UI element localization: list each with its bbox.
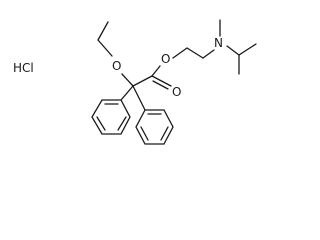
- ester-oxygen: O: [161, 52, 170, 66]
- ch2-ch2-bond: [186, 47, 204, 59]
- carbonyl-c-to-o-double-bond-a: [151, 75, 172, 87]
- ethylene-linker: [172, 47, 215, 59]
- phenyl-ring-left: [91, 85, 134, 135]
- ethyl-ch2-bond: [97, 39, 113, 57]
- hcl-label: HCl: [13, 61, 34, 75]
- carbonyl-c-to-o-double-bond-b: [152, 80, 169, 90]
- ester-o-to-ch2-bond: [172, 47, 188, 59]
- left-phenyl-hexagon: [91, 99, 131, 135]
- carbonyl-oxygen: O: [172, 85, 181, 99]
- central-c-to-left-phenyl-bond: [120, 85, 134, 101]
- ether-oxygen: O: [112, 59, 121, 73]
- isopropyl-ch3-a-bond: [238, 43, 257, 56]
- n-to-isopropyl-ch-bond: [226, 45, 240, 56]
- amine-substituents: [219, 19, 257, 75]
- left-phenyl-aromatic-bond-3: [117, 116, 127, 131]
- amine-nitrogen: N: [214, 36, 223, 50]
- ether-o-to-central-c-bond: [121, 73, 134, 87]
- carbonyl-c-to-ester-o-bond: [151, 65, 161, 77]
- ethoxy-group: [97, 21, 134, 87]
- phenyl-ring-right: [132, 85, 174, 145]
- right-phenyl-aromatic-bond-2: [160, 126, 169, 141]
- chemical-structure-diagram: HCl O O O N: [13, 19, 257, 145]
- central-c-to-right-phenyl-bond: [132, 85, 146, 111]
- ethyl-ch3-bond: [97, 21, 109, 41]
- right-phenyl-aromatic-bond-3: [140, 126, 149, 141]
- left-phenyl-aromatic-bond-2: [96, 116, 106, 131]
- right-phenyl-hexagon: [135, 109, 174, 145]
- central-c-to-carbonyl-bond: [132, 75, 153, 87]
- ch2-to-n-bond: [202, 49, 215, 59]
- ester-group: [132, 65, 172, 90]
